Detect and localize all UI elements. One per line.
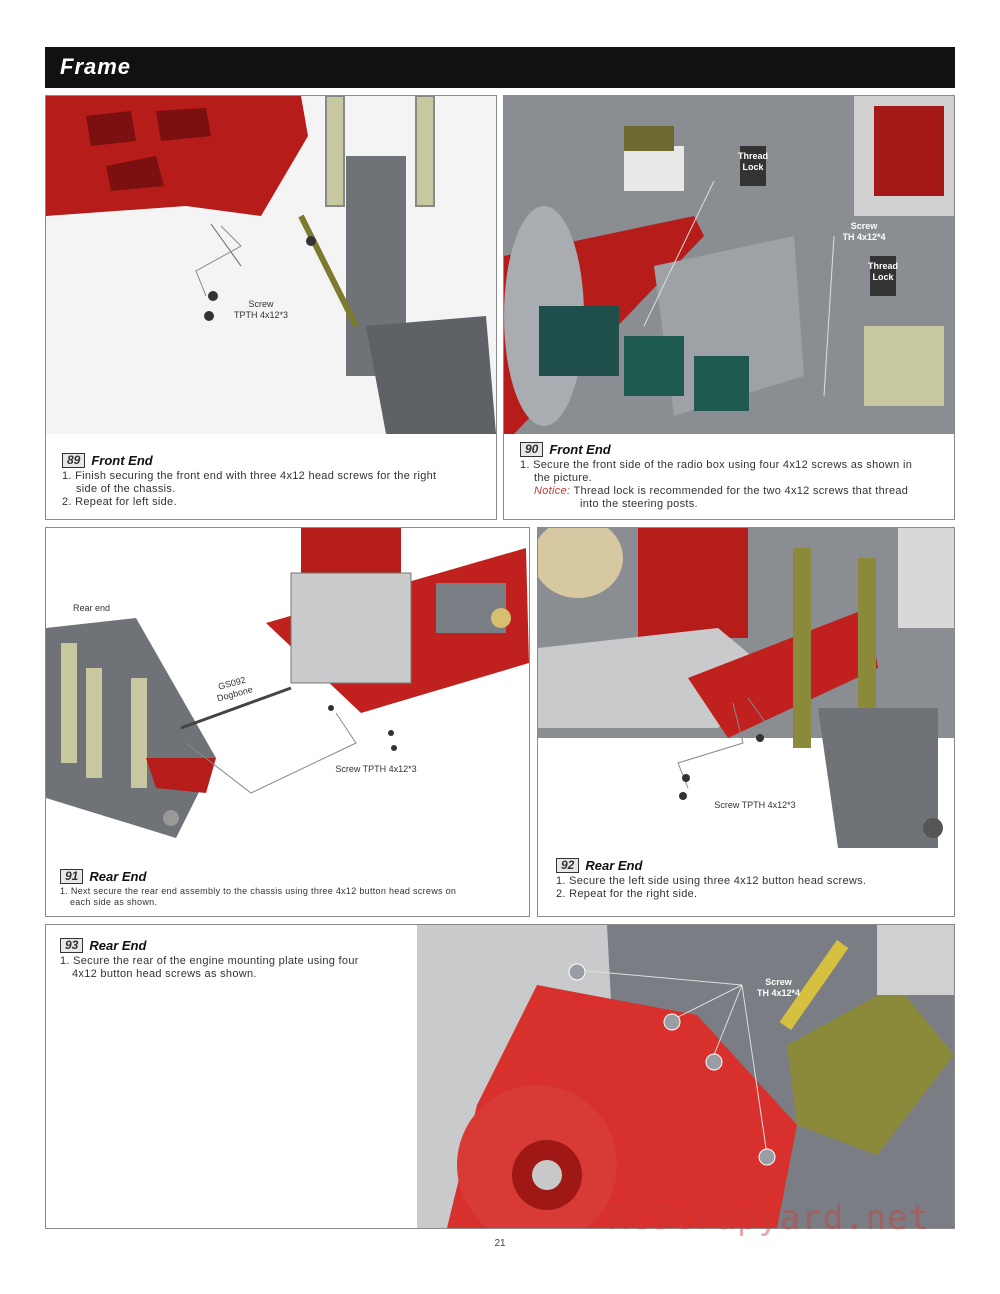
step-number-badge: 93 bbox=[60, 938, 84, 953]
step-number-badge: 90 bbox=[520, 442, 544, 457]
notice-label: Notice: bbox=[534, 485, 571, 497]
step-title: Rear End bbox=[89, 869, 147, 884]
instruction-line: 1. Secure the left side using three 4x12… bbox=[556, 875, 867, 887]
instruction-line: 2. Repeat for left side. bbox=[62, 496, 177, 508]
step-title: Rear End bbox=[585, 858, 643, 873]
step-91-illustration bbox=[46, 528, 529, 853]
instruction-line: 2. Repeat for the right side. bbox=[556, 888, 698, 900]
notice-text: Thread lock is recommended for the two 4… bbox=[573, 485, 909, 497]
page-number: 21 bbox=[494, 1238, 506, 1249]
step-90-illustration bbox=[504, 96, 954, 434]
step-number-badge: 89 bbox=[62, 453, 86, 468]
step-panel-92: Screw TPTH 4x12*3 92 Rear End 1. Secure … bbox=[537, 527, 955, 917]
step-92-illustration bbox=[538, 528, 954, 853]
instruction-line: each side as shown. bbox=[70, 897, 158, 907]
instruction-line: 1. Secure the front side of the radio bo… bbox=[520, 459, 913, 471]
instruction-line: 1. Finish securing the front end with th… bbox=[62, 470, 437, 482]
section-header: Frame bbox=[45, 47, 955, 88]
screw-callout: Screw TPTH 4x12*3 bbox=[714, 800, 796, 810]
step-title: Rear End bbox=[89, 938, 147, 953]
step-number-badge: 91 bbox=[60, 869, 84, 884]
screw-callout: Screw TPTH 4x12*3 bbox=[335, 764, 417, 774]
rear-end-label: Rear end bbox=[72, 603, 111, 613]
step-91-text: 91 Rear End 1. Next secure the rear end … bbox=[60, 869, 520, 908]
step-93-illustration bbox=[417, 925, 954, 1228]
step-90-text: 90 Front End 1. Secure the front side of… bbox=[520, 442, 945, 511]
instruction-line: 4x12 button head screws as shown. bbox=[72, 968, 257, 980]
step-panel-89: Screw TPTH 4x12*3 89 Front End 1. Finish… bbox=[45, 95, 497, 520]
watermark: RCScrapyard.net bbox=[608, 1198, 931, 1238]
step-number-badge: 92 bbox=[556, 858, 580, 873]
instruction-line: side of the chassis. bbox=[76, 483, 176, 495]
step-89-illustration bbox=[46, 96, 496, 434]
instruction-line: 1. Next secure the rear end assembly to … bbox=[60, 886, 457, 896]
step-89-callout-screw: Screw TPTH 4x12*3 bbox=[233, 299, 289, 320]
notice-line: Notice: Thread lock is recommended for t… bbox=[520, 485, 945, 498]
step-title: Front End bbox=[549, 442, 611, 457]
instruction-line: 1. Secure the rear of the engine mountin… bbox=[60, 955, 359, 967]
step-93-text: 93 Rear End 1. Secure the rear of the en… bbox=[60, 938, 410, 981]
instruction-line: the picture. bbox=[534, 472, 593, 484]
step-panel-93: 93 Rear End 1. Secure the rear of the en… bbox=[45, 924, 955, 1229]
section-title: Frame bbox=[60, 54, 132, 79]
step-title: Front End bbox=[91, 453, 153, 468]
notice-continuation: into the steering posts. bbox=[580, 498, 698, 510]
step-89-text: 89 Front End 1. Finish securing the fron… bbox=[62, 453, 482, 509]
step-92-text: 92 Rear End 1. Secure the left side usin… bbox=[556, 858, 946, 901]
